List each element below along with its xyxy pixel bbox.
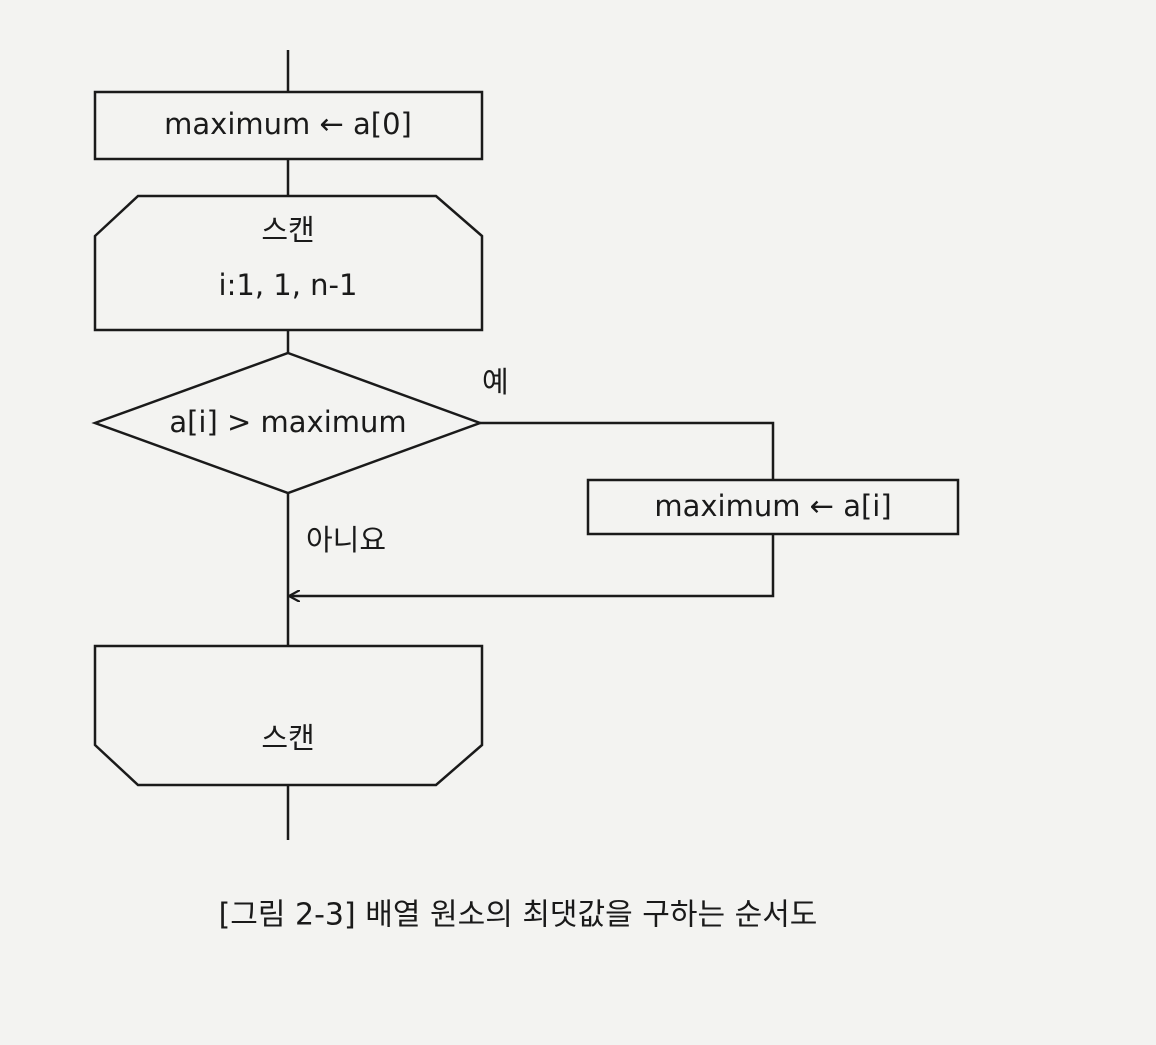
loop-start-title: 스캔 — [261, 213, 314, 247]
edge-assign-return — [290, 534, 775, 596]
assign-process-label: maximum ← a[i] — [654, 489, 891, 523]
loop-start-params: i:1, 1, n-1 — [219, 268, 358, 302]
yes-label: 예 — [482, 365, 509, 399]
figure-caption: [그림 2-3] 배열 원소의 최댓값을 구하는 순서도 — [219, 898, 818, 933]
no-label: 아니요 — [306, 523, 386, 557]
loop-start-box — [93, 194, 484, 332]
loop-end-title: 스캔 — [261, 721, 314, 755]
loop-end-box — [93, 644, 484, 787]
condition-label: a[i] > maximum — [169, 405, 406, 439]
init-process-label: maximum ← a[0] — [164, 107, 412, 141]
edge-yes-branch — [480, 421, 775, 480]
